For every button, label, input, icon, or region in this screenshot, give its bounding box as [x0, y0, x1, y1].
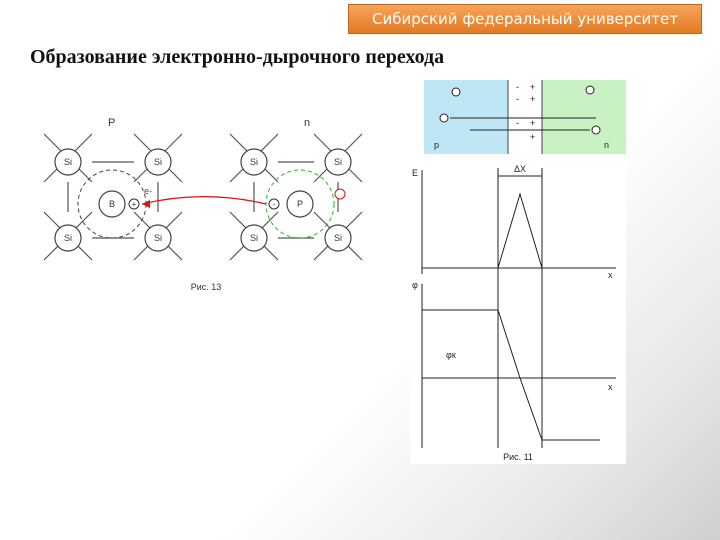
electron-transfer-arrow	[141, 195, 267, 205]
si-atom	[324, 148, 352, 176]
electron-icon	[439, 113, 449, 123]
si-label: Si	[250, 233, 258, 243]
si-atom	[144, 224, 172, 252]
ion-charge-icon	[334, 188, 346, 200]
delta-x-label: ΔX	[514, 164, 526, 174]
n-label: n	[604, 140, 609, 150]
si-label: Si	[334, 157, 342, 167]
hole-icon	[451, 87, 461, 97]
si-atom	[240, 148, 268, 176]
plus-charge: +	[530, 94, 535, 104]
depletion-region	[508, 80, 542, 154]
svg-text:-: -	[273, 200, 276, 209]
si-atom	[144, 148, 172, 176]
minus-charge: -	[516, 94, 519, 104]
si-label: Si	[154, 157, 162, 167]
b-label: B	[109, 199, 115, 209]
si-atom	[324, 224, 352, 252]
hole-charge-icon	[128, 198, 140, 210]
b-atom	[98, 190, 126, 218]
phi-axis-label: φ	[412, 280, 418, 290]
n-region	[542, 80, 626, 154]
phi-k-label: φк	[446, 350, 456, 360]
x-axis-label: x	[608, 270, 613, 280]
university-name: Сибирский федеральный университет	[372, 10, 678, 28]
plus-charge: +	[530, 132, 535, 142]
si-atom	[54, 224, 82, 252]
p-label: P	[297, 199, 303, 209]
lattice-diagram: Si Si Si Si B Si Si Si Si P P n + - e- Р…	[43, 117, 363, 292]
si-label: Si	[250, 157, 258, 167]
svg-text:+: +	[132, 200, 137, 209]
si-label: Si	[64, 157, 72, 167]
junction-diagram: - - - + + + + p n ΔX E x φ φк x	[412, 80, 626, 462]
minus-charge: -	[516, 118, 519, 128]
university-banner: Сибирский федеральный университет	[348, 4, 702, 34]
p-label: p	[434, 140, 439, 150]
si-label: Si	[64, 233, 72, 243]
p-region	[424, 80, 508, 154]
hole-icon	[591, 125, 601, 135]
x-axis-label: x	[608, 382, 613, 392]
e-axis-label: E	[412, 168, 418, 178]
region-n-label: n	[304, 117, 310, 129]
electron-charge-icon	[268, 198, 280, 210]
si-atom	[54, 148, 82, 176]
figure-13-lattice: Si Si Si Si B Si Si Si Si P P n + - e- Р…	[34, 112, 378, 298]
electron-icon	[585, 85, 595, 95]
si-label: Si	[154, 233, 162, 243]
region-p-label: P	[108, 117, 115, 129]
figure-11-junction: - - - + + + + p n ΔX E x φ φк x	[410, 78, 626, 464]
p-atom	[286, 190, 314, 218]
electron-label: e-	[144, 186, 152, 196]
figure-11-caption: Рис. 11	[503, 452, 533, 462]
potential-curve	[422, 309, 600, 441]
plus-charge: +	[530, 82, 535, 92]
si-atom	[240, 224, 268, 252]
minus-charge: -	[516, 82, 519, 92]
figure-13-caption: Рис. 13	[191, 282, 222, 292]
slide-title: Образование электронно-дырочного переход…	[30, 46, 445, 68]
plus-charge: +	[530, 118, 535, 128]
field-triangle	[497, 192, 543, 269]
arrow-head-icon	[142, 200, 150, 208]
si-label: Si	[334, 233, 342, 243]
